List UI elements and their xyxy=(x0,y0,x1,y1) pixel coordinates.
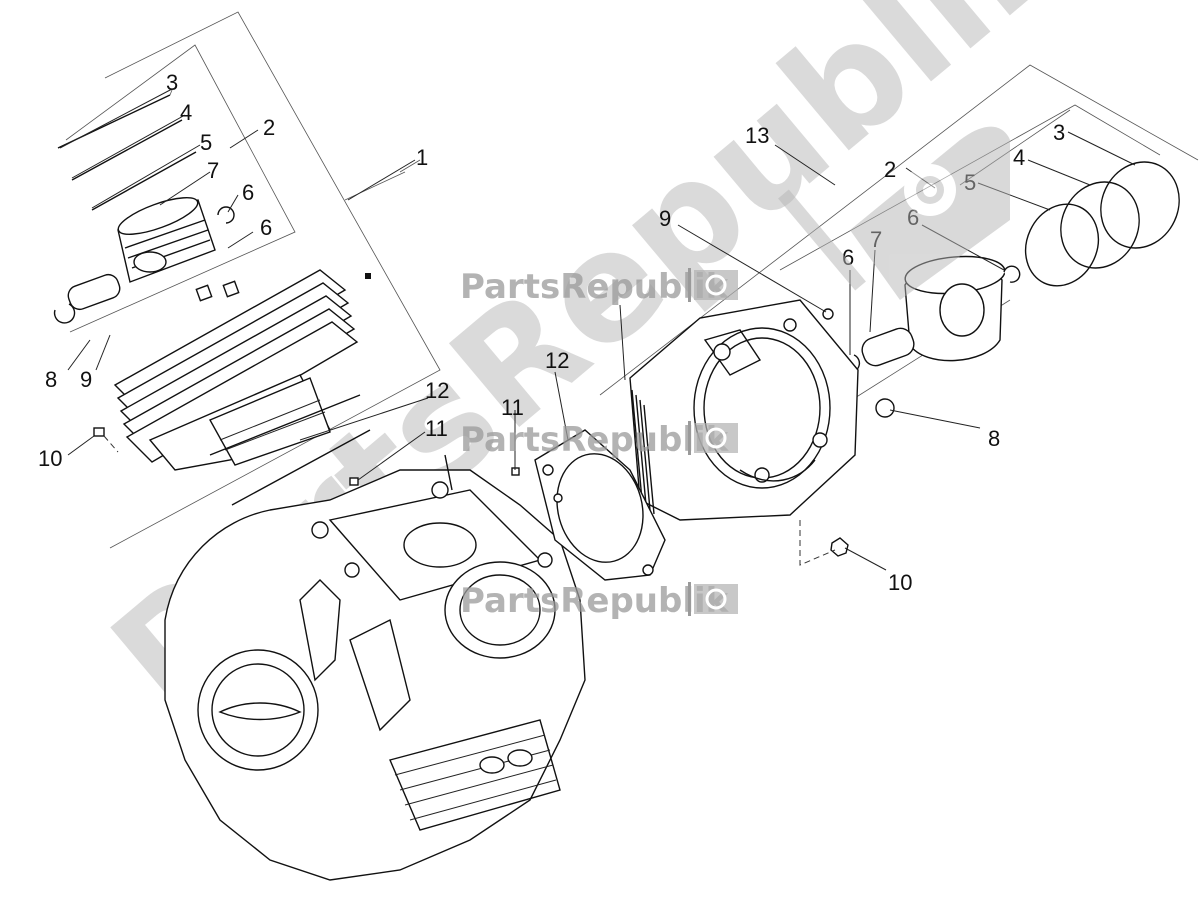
watermark-brand-text: PartsRepublik xyxy=(460,267,730,307)
left-cylinder xyxy=(113,269,371,471)
callout-left-11: 11 xyxy=(425,416,448,441)
callout-left-3: 3 xyxy=(166,70,178,95)
flag-icon xyxy=(688,268,738,302)
gear-icon xyxy=(705,588,727,610)
left-gaskets xyxy=(93,394,371,506)
callout-left-6b: 6 xyxy=(260,215,272,240)
callout-right-2: 2 xyxy=(884,157,896,182)
callout-left-9: 9 xyxy=(80,367,92,392)
watermark-2: PartsRepublik xyxy=(460,420,738,460)
callout-right-11: 11 xyxy=(501,395,524,420)
gear-icon xyxy=(705,427,727,449)
right-nut xyxy=(799,520,849,566)
callout-right-13: 13 xyxy=(745,123,769,148)
engine-block xyxy=(164,454,586,881)
callout-left-6a: 6 xyxy=(242,180,254,205)
watermark-brand-text: PartsRepublik xyxy=(460,581,730,621)
callout-right-10: 10 xyxy=(888,570,912,595)
flag-icon xyxy=(688,421,738,455)
callout-right-8: 8 xyxy=(988,426,1000,451)
left-piston xyxy=(53,197,240,324)
watermark-3: PartsRepublik xyxy=(460,581,738,621)
right-piston-rings xyxy=(1024,161,1180,287)
callout-left-5: 5 xyxy=(200,130,212,155)
callout-left-4: 4 xyxy=(180,100,192,125)
callout-left-10: 10 xyxy=(38,446,62,471)
callout-right-3: 3 xyxy=(1053,120,1065,145)
callout-left-7: 7 xyxy=(207,158,219,183)
logo-watermark xyxy=(778,126,1010,301)
callout-left-12: 12 xyxy=(425,378,449,403)
gear-icon xyxy=(904,164,956,216)
flag-icon xyxy=(688,582,738,616)
watermark-brand-text: PartsRepublik xyxy=(460,420,730,460)
callout-left-8: 8 xyxy=(45,367,57,392)
callout-right-12: 12 xyxy=(545,348,569,373)
left-piston-rings xyxy=(57,89,197,211)
callout-right-9: 9 xyxy=(659,206,671,231)
watermark-1: PartsRepublik xyxy=(460,267,738,307)
callout-left-1: 1 xyxy=(416,145,428,170)
callout-left-2: 2 xyxy=(263,115,275,140)
gear-icon xyxy=(705,274,727,296)
callout-right-4: 4 xyxy=(1013,145,1025,170)
